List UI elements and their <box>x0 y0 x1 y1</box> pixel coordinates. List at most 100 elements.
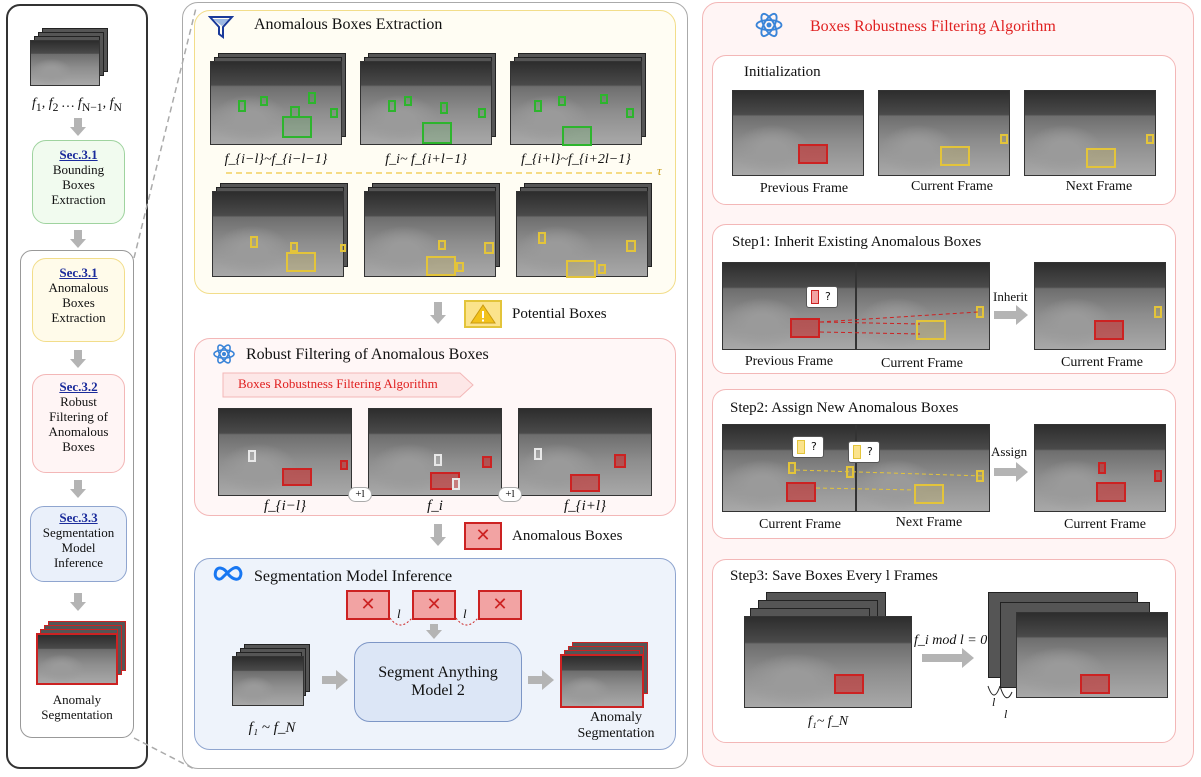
step2-title: Step2: Assign New Anomalous Boxes <box>730 400 959 416</box>
init-title: Initialization <box>744 64 821 80</box>
arrow-down-2 <box>70 230 86 248</box>
input-anomalous-box-2: ✕ <box>412 590 456 620</box>
assign-match-lines <box>796 469 985 491</box>
atom-icon <box>755 12 783 38</box>
arrow-potential <box>430 302 446 328</box>
inherit-label: Inherit <box>993 289 1028 304</box>
query-bubble: ? <box>806 286 838 308</box>
extraction-label-2: f_i~ f_{i+l−1} <box>385 152 467 167</box>
interval-l-mark: l <box>992 695 996 709</box>
potential-boxes-label: Potential Boxes <box>512 306 607 322</box>
interval-l-mark: l <box>463 606 467 621</box>
interval-l-mark: l <box>397 606 401 621</box>
filtering-label-current: f_i <box>427 498 443 514</box>
step3-sec-link: Sec.3.2 <box>59 379 98 394</box>
algorithm-title: Boxes Robustness Filtering Algorithm <box>810 18 1056 35</box>
step3-title: Step3: Save Boxes Every l Frames <box>730 568 938 584</box>
init-next-frame <box>1024 90 1156 176</box>
query-bubble: ? <box>848 441 880 463</box>
arrow-anomalous <box>430 524 446 550</box>
sam-output-label: Segmentation <box>577 726 655 742</box>
save-arrow <box>922 648 974 668</box>
init-label: Previous Frame <box>759 181 849 196</box>
method-group-bracket <box>20 250 134 738</box>
step2-line: Anomalous <box>48 279 109 295</box>
init-label: Current Frame <box>910 179 994 194</box>
atom-icon <box>213 344 235 364</box>
arrow-to-output <box>528 670 554 690</box>
inherit-match-lines <box>820 311 979 335</box>
arrow-to-sam <box>426 624 442 640</box>
step1-line: Extraction <box>51 191 106 207</box>
input-anomalous-box-1: ✕ <box>346 590 390 620</box>
step4-line: Inference <box>53 554 104 570</box>
middle-detail-panel <box>182 2 688 769</box>
step4-line: Segmentation <box>42 524 115 540</box>
arrow-down-3 <box>70 350 86 368</box>
query-bubble: ? <box>792 436 824 458</box>
step1-label: Current Frame <box>1060 355 1144 370</box>
arrow-down-4 <box>70 480 86 498</box>
step2-next-frame <box>856 424 990 512</box>
arrow-down-1 <box>70 118 86 136</box>
interval-l-mark: l <box>1004 707 1008 721</box>
step1-current-frame <box>856 262 990 350</box>
sam-input-label: f₁ ~ f_N <box>248 720 296 736</box>
plus-l-mark: +l <box>348 487 372 502</box>
bbox-extraction-step <box>32 140 125 224</box>
extraction-label-3: f_{i+l}~f_{i+2l−1} <box>521 152 631 167</box>
step1-sec-link: Sec.3.1 <box>59 147 98 162</box>
interval-brackets <box>987 685 1013 699</box>
algorithm-tag: Boxes Robustness Filtering Algorithm <box>222 372 474 398</box>
plus-l-mark: +l <box>498 487 522 502</box>
inherit-arrow <box>994 305 1028 325</box>
anomalous-boxes-label: Anomalous Boxes <box>512 528 623 544</box>
step2-label: Next Frame <box>895 515 963 530</box>
sam2-model-label: Segment Anything <box>378 664 498 681</box>
filtering-title: Robust Filtering of Anomalous Boxes <box>246 346 489 363</box>
sam2-model-label: Model 2 <box>411 682 465 700</box>
meta-infinity-icon <box>213 566 243 581</box>
init-current-frame <box>878 90 1010 176</box>
arrow-down-5 <box>70 593 86 611</box>
segmentation-title: Segmentation Model Inference <box>254 568 453 585</box>
filtering-label-next: f_{i+l} <box>563 498 607 514</box>
step4-line: Model <box>61 539 96 555</box>
extraction-label-1: f_{i−l}~f_{i−l−1} <box>224 152 328 167</box>
assign-label: Assign <box>991 444 1028 459</box>
robust-filtering-step <box>32 374 125 473</box>
anomalous-box-swatch: ✕ <box>464 522 502 550</box>
step3-line: Filtering of <box>49 408 108 424</box>
step1-prev-frame <box>722 262 856 350</box>
assign-arrow <box>994 462 1028 482</box>
interval-arcs <box>389 617 479 626</box>
input-anomalous-box-3: ✕ <box>478 590 522 620</box>
output-label: Segmentation <box>41 706 113 722</box>
step1-title: Step1: Inherit Existing Anomalous Boxes <box>732 234 982 250</box>
step2-label: Current Frame <box>1063 517 1147 532</box>
step2-line: Boxes <box>62 294 95 310</box>
step2-label: Current Frame <box>758 517 842 532</box>
step1-label: Previous Frame <box>744 354 834 369</box>
funnel-icon <box>208 16 234 39</box>
step2-line: Extraction <box>51 309 106 325</box>
segmentation-inference-step <box>30 506 127 582</box>
filtering-label-prev: f_{i−l} <box>263 498 307 514</box>
tau-label: τ <box>657 163 662 178</box>
step1-label: Current Frame <box>880 356 964 371</box>
step4-sec-link: Sec.3.3 <box>59 510 98 525</box>
step1-line: Bounding <box>52 161 105 177</box>
extraction-title: Anomalous Boxes Extraction <box>254 16 443 33</box>
left-pipeline-panel <box>6 4 148 769</box>
arrow-to-sam-model <box>322 670 348 690</box>
step3-line: Boxes <box>62 438 95 454</box>
sam-output-label: Anomaly <box>589 710 643 725</box>
frames-sequence-label: f1, f2 … fN−1, fN <box>32 96 122 114</box>
tau-threshold-line <box>226 172 656 174</box>
step3-line: Robust <box>60 393 97 409</box>
sam2-model-block <box>354 642 522 722</box>
potential-box-swatch <box>464 300 502 328</box>
output-label: Anomaly <box>52 692 102 707</box>
step3-condition: f_i mod l = 0 <box>914 633 988 648</box>
